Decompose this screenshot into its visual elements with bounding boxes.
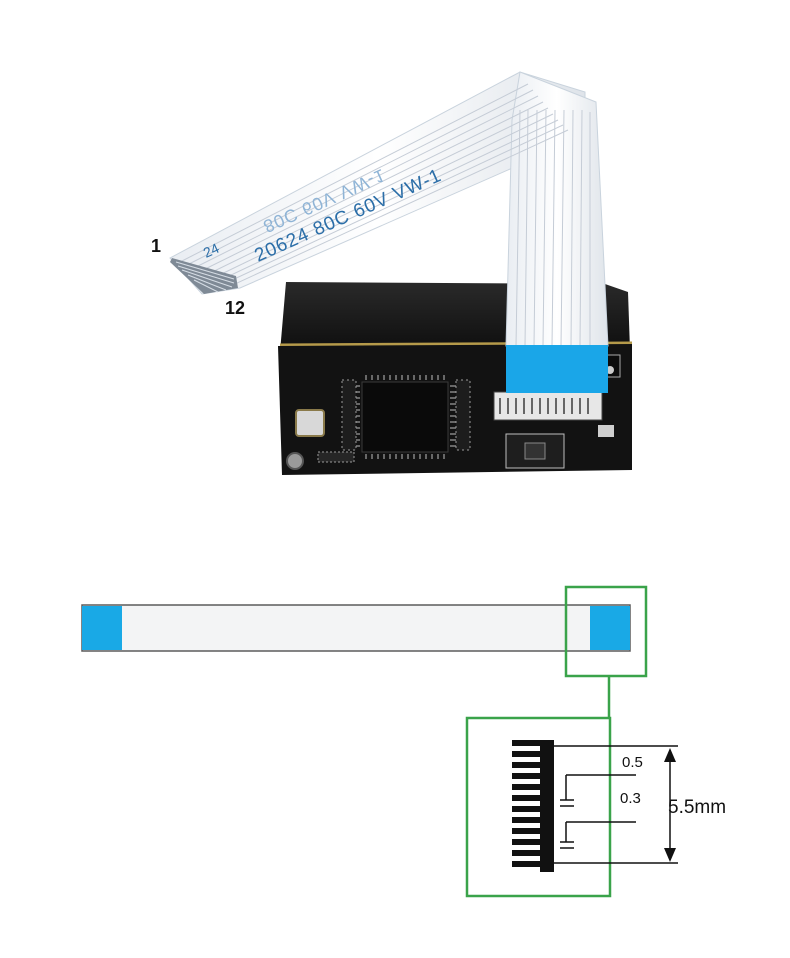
cable-right-stiffener <box>590 606 630 650</box>
chip-pins <box>354 375 456 459</box>
cable-body <box>81 604 631 652</box>
ribbon-print-end: 24 <box>201 240 222 261</box>
pitch-dimension-label: 0.5 <box>622 754 643 771</box>
dimension-lines <box>554 745 678 864</box>
pin-12-label: 12 <box>225 298 246 318</box>
contact-fingers <box>512 740 542 867</box>
crystal-component <box>295 409 325 437</box>
ribbon-exposed-contacts <box>170 258 238 294</box>
connector-contacts <box>499 398 589 414</box>
dimension-arrow-bottom <box>664 848 676 862</box>
contact-comb-spine <box>540 740 554 872</box>
pin-strip-right <box>455 379 471 451</box>
pin-strip-left <box>341 379 357 451</box>
ffc-cable-diagram <box>81 585 648 718</box>
callout-box-large <box>465 716 612 898</box>
ribbon-blue-stiffener <box>506 345 608 393</box>
dimension-arrow-top <box>664 748 676 762</box>
main-chip <box>361 381 449 453</box>
smd-part <box>598 425 614 437</box>
mounting-hole <box>286 452 304 470</box>
ribbon-exposed-lines <box>175 261 235 293</box>
total-width-label: 5.5mm <box>668 797 727 818</box>
switch-button <box>524 442 546 460</box>
pin-1-label: 1 <box>151 236 162 256</box>
smd-part <box>317 451 355 463</box>
contact-detail-diagram <box>465 716 678 898</box>
ribbon-conductor-lines <box>179 83 591 347</box>
trace-dimension-label: 0.3 <box>620 790 641 807</box>
callout-box-small <box>564 585 648 678</box>
cable-left-stiffener <box>82 606 122 650</box>
